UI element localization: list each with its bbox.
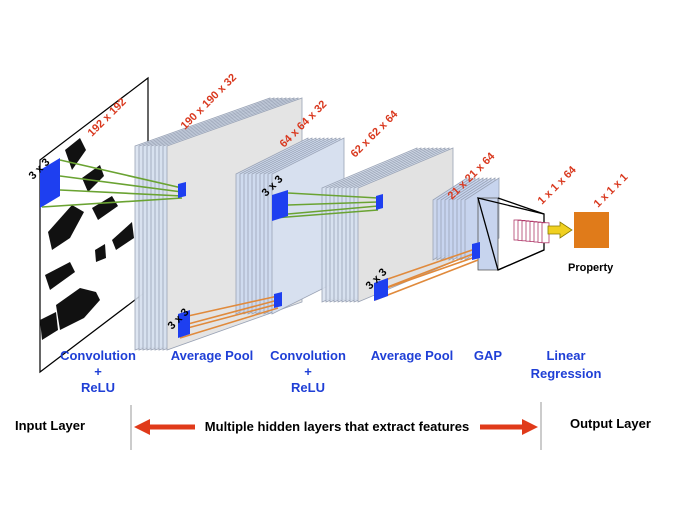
op-conv1-line2: +: [94, 364, 102, 379]
conv1-output-unit: [178, 182, 186, 198]
pool2-connections: [374, 247, 479, 301]
conv2-feature-maps: [321, 147, 454, 303]
conv2-output-unit: [376, 194, 383, 210]
gap-cube: [477, 197, 545, 271]
pool1-output-unit: [274, 292, 282, 308]
conv1-connections: [41, 159, 183, 208]
pool2-output-unit: [472, 242, 480, 260]
gap-vector: [513, 219, 550, 244]
op-conv1-line3: ReLU: [81, 380, 115, 395]
property-label: Property: [568, 262, 614, 274]
op-linreg-line2: Regression: [531, 366, 602, 381]
hidden-layers-label: Multiple hidden layers that extract feat…: [205, 419, 469, 434]
pool1-kernel: [178, 310, 190, 338]
conv2-dim-label: 62 x 62 x 64: [349, 108, 401, 160]
op-linreg-line1: Linear: [546, 348, 585, 363]
hidden-layers-arrow-right: [480, 419, 538, 435]
pool1-feature-maps: [235, 137, 345, 315]
gap-dim-label: 1 x 1 x 64: [536, 163, 580, 207]
conv2-kernel: [272, 190, 288, 221]
output-dim-label: 1 x 1 x 1: [592, 171, 631, 210]
op-pool2: Average Pool: [371, 348, 454, 363]
output-layer-label: Output Layer: [570, 416, 651, 431]
input-layer-label: Input Layer: [15, 418, 85, 433]
hidden-layers-arrow-left: [134, 419, 195, 435]
conv2-connections: [273, 192, 379, 219]
op-pool1: Average Pool: [171, 348, 254, 363]
op-conv1-line1: Convolution: [60, 348, 136, 363]
output-arrow: [547, 221, 573, 239]
op-conv2-line3: ReLU: [291, 380, 325, 395]
pool2-kernel: [374, 278, 388, 301]
input-image: [39, 76, 149, 374]
output-node: [574, 212, 609, 248]
pool1-connections: [179, 295, 279, 339]
op-conv2-line2: +: [304, 364, 312, 379]
op-gap: GAP: [474, 348, 503, 363]
input-kernel: [40, 158, 60, 208]
op-conv2-line1: Convolution: [270, 348, 346, 363]
